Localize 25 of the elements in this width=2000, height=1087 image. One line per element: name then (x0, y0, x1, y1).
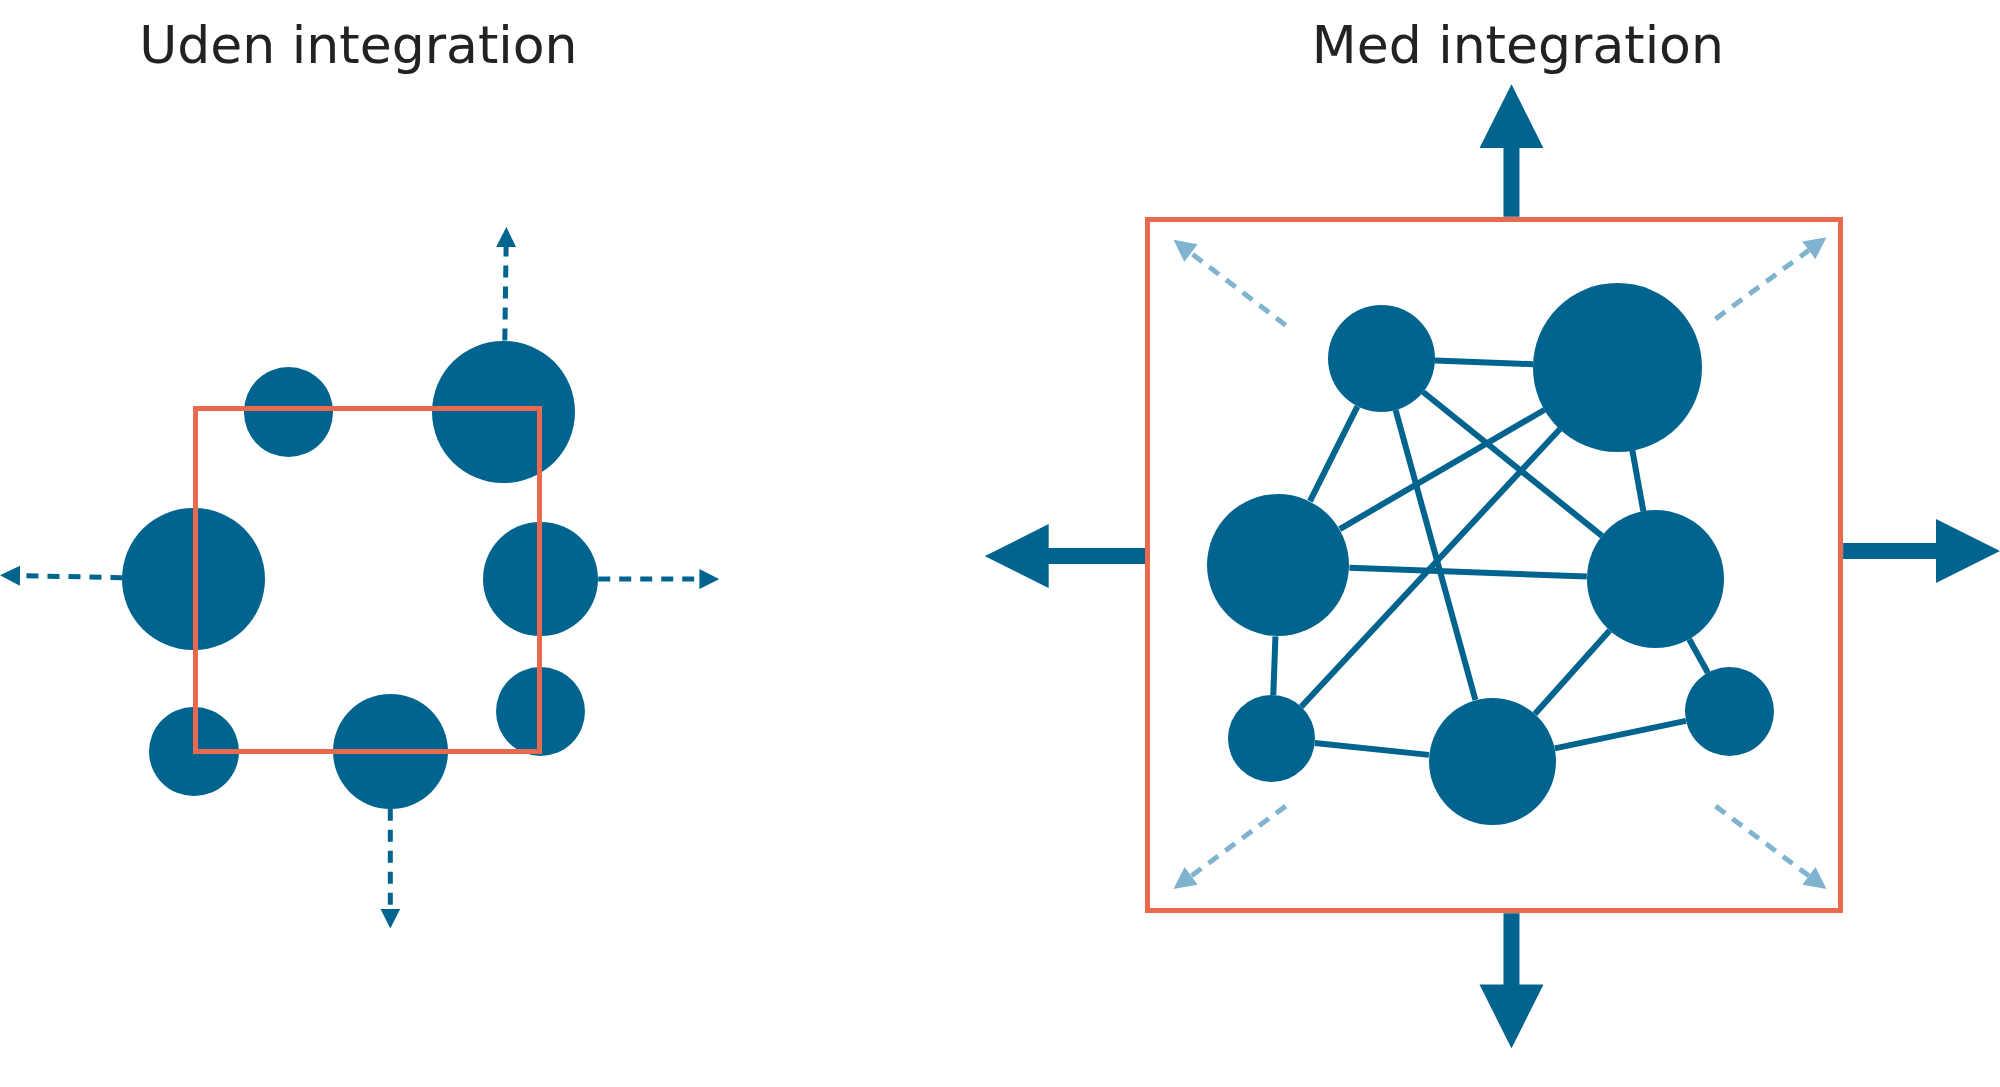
square-frame (192, 405, 543, 754)
connector-line (1270, 636, 1279, 696)
panel-heading: Uden integration (139, 15, 578, 76)
connector-line (1554, 717, 1687, 752)
arrow (0, 565, 123, 586)
arrow (984, 524, 1146, 589)
panel-heading: Med integration (1311, 15, 1724, 76)
connector-line (1434, 357, 1534, 368)
connector-line (1314, 740, 1430, 758)
arrow (1843, 519, 2000, 583)
connector-line (1392, 409, 1479, 701)
arrow (1479, 84, 1544, 217)
connector-line (1299, 426, 1563, 709)
connector-line (1307, 405, 1361, 503)
arrow (496, 227, 517, 341)
arrow (598, 569, 720, 590)
connector-line (1629, 449, 1647, 512)
square-frame (1145, 216, 1844, 914)
arrow (1479, 913, 1544, 1049)
arrow (380, 808, 401, 929)
connector-line (1532, 628, 1612, 716)
connector-line (1421, 389, 1604, 539)
connector-line (1686, 637, 1711, 675)
connector-line (1349, 564, 1587, 580)
connector-line (1338, 407, 1547, 532)
